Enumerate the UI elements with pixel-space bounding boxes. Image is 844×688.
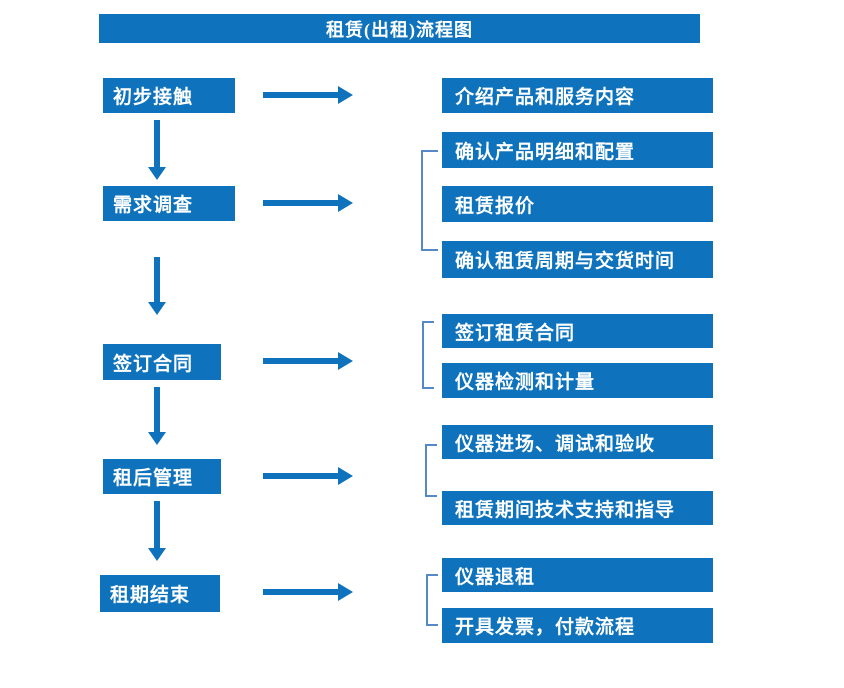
- detail-box-instrument-entry: 仪器进场、调试和验收: [442, 425, 713, 459]
- flowchart-title: 租赁(出租)流程图: [99, 14, 700, 43]
- detail-box-instrument-testing: 仪器检测和计量: [442, 363, 713, 398]
- step-box-rental-end: 租期结束: [100, 575, 220, 612]
- detail-box-confirm-details: 确认产品明细和配置: [442, 132, 713, 168]
- bracket-group-4: [425, 444, 437, 497]
- right-arrow-4-icon: [263, 467, 353, 485]
- bracket-group-3: [422, 321, 434, 389]
- detail-box-rental-quote: 租赁报价: [442, 186, 713, 222]
- step-box-sign-contract: 签订合同: [103, 344, 221, 380]
- step-box-initial-contact: 初步接触: [103, 78, 235, 113]
- detail-box-confirm-period: 确认租赁周期与交货时间: [442, 241, 713, 278]
- step-box-demand-survey: 需求调查: [103, 186, 235, 221]
- bracket-group-2: [421, 150, 438, 251]
- detail-box-instrument-return: 仪器退租: [442, 558, 713, 592]
- detail-box-invoice-payment: 开具发票，付款流程: [442, 608, 713, 643]
- detail-box-sign-rental-contract: 签订租赁合同: [442, 314, 713, 348]
- down-arrow-1-icon: [148, 120, 166, 180]
- detail-box-tech-support: 租赁期间技术支持和指导: [442, 491, 713, 525]
- down-arrow-3-icon: [148, 387, 166, 445]
- down-arrow-2-icon: [148, 257, 166, 315]
- right-arrow-1-icon: [263, 86, 353, 104]
- right-arrow-5-icon: [263, 583, 353, 601]
- down-arrow-4-icon: [148, 501, 166, 561]
- right-arrow-2-icon: [263, 194, 353, 212]
- right-arrow-3-icon: [263, 352, 353, 370]
- bracket-group-5: [426, 574, 438, 626]
- step-box-post-rental-mgmt: 租后管理: [103, 459, 221, 494]
- detail-box-intro-products: 介绍产品和服务内容: [442, 78, 713, 113]
